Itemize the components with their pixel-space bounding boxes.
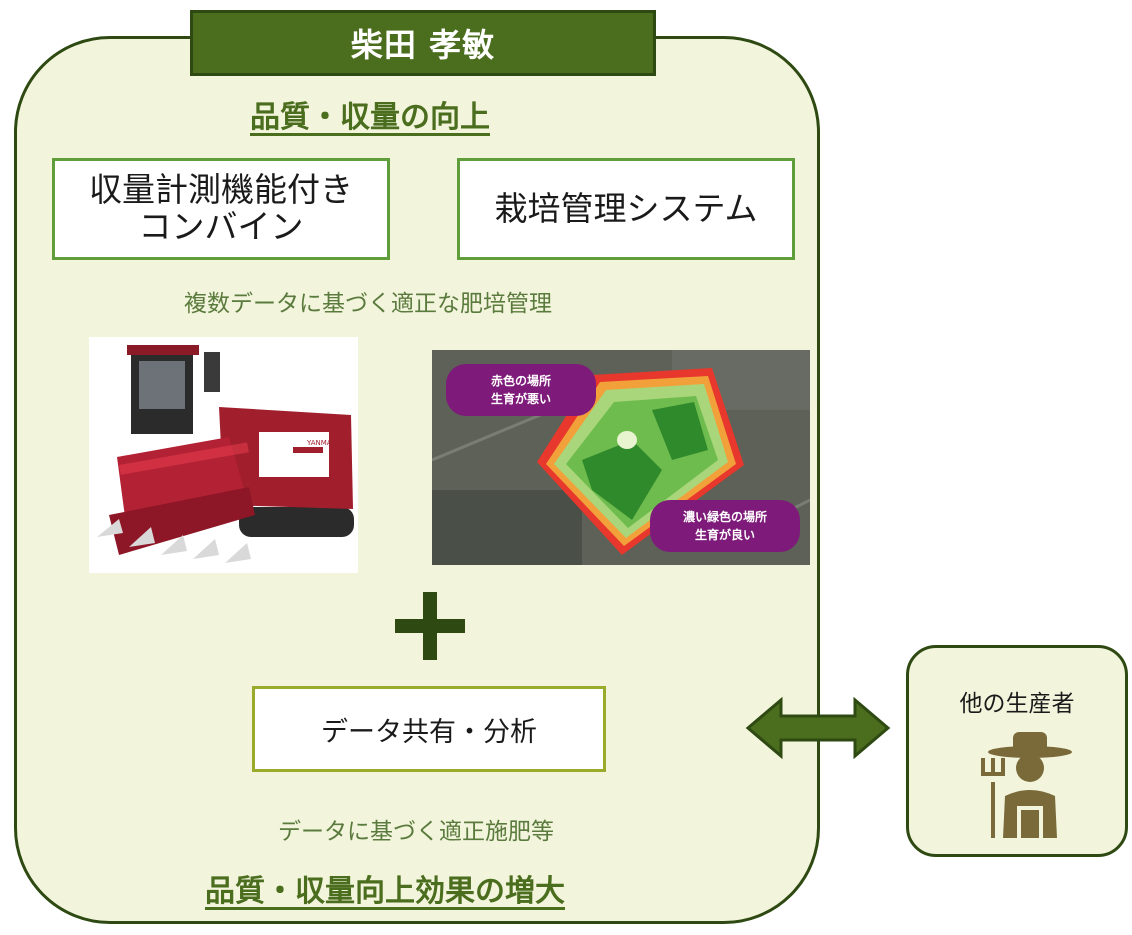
other-producers-label: 他の生産者 — [959, 691, 1075, 717]
field-map-illustration — [432, 350, 810, 565]
plus-icon — [395, 592, 465, 660]
headline-bottom: 品質・収量向上効果の増大 — [205, 874, 565, 909]
cultivation-system-box: 栽培管理システム — [457, 158, 795, 260]
other-producers-panel: 他の生産者 — [906, 645, 1128, 857]
callout-red-line2: 生育が悪い — [490, 392, 551, 406]
farmer-icon — [981, 732, 1072, 838]
title-banner: 柴田 孝敏 — [190, 10, 656, 76]
callout-green-line1: 濃い緑色の場所 — [682, 510, 767, 524]
double-arrow-icon — [745, 696, 891, 760]
combine-harvester-image: YANMAR — [89, 337, 358, 573]
callout-green-line2: 生育が良い — [694, 528, 755, 542]
combine-box: 収量計測機能付き コンバイン — [52, 158, 390, 260]
combine-label-line2: コンバイン — [138, 207, 304, 246]
callout-red-line1: 赤色の場所 — [490, 374, 551, 388]
combine-label-line1: 収量計測機能付き — [89, 170, 353, 210]
headline-top: 品質・収量の向上 — [250, 100, 490, 135]
combine-harvester-illustration: YANMAR — [97, 345, 354, 563]
callout-green-area: 濃い緑色の場所 生育が良い — [650, 500, 800, 552]
field-map-image: 赤色の場所 生育が悪い 濃い緑色の場所 生育が良い — [432, 350, 810, 565]
callout-red-area: 赤色の場所 生育が悪い — [446, 364, 596, 416]
combine-brand-text: YANMAR — [306, 439, 337, 447]
caption-bottom: データに基づく適正施肥等 — [278, 819, 554, 845]
data-share-box: データ共有・分析 — [252, 686, 606, 772]
caption-top: 複数データに基づく適正な肥培管理 — [184, 291, 552, 317]
